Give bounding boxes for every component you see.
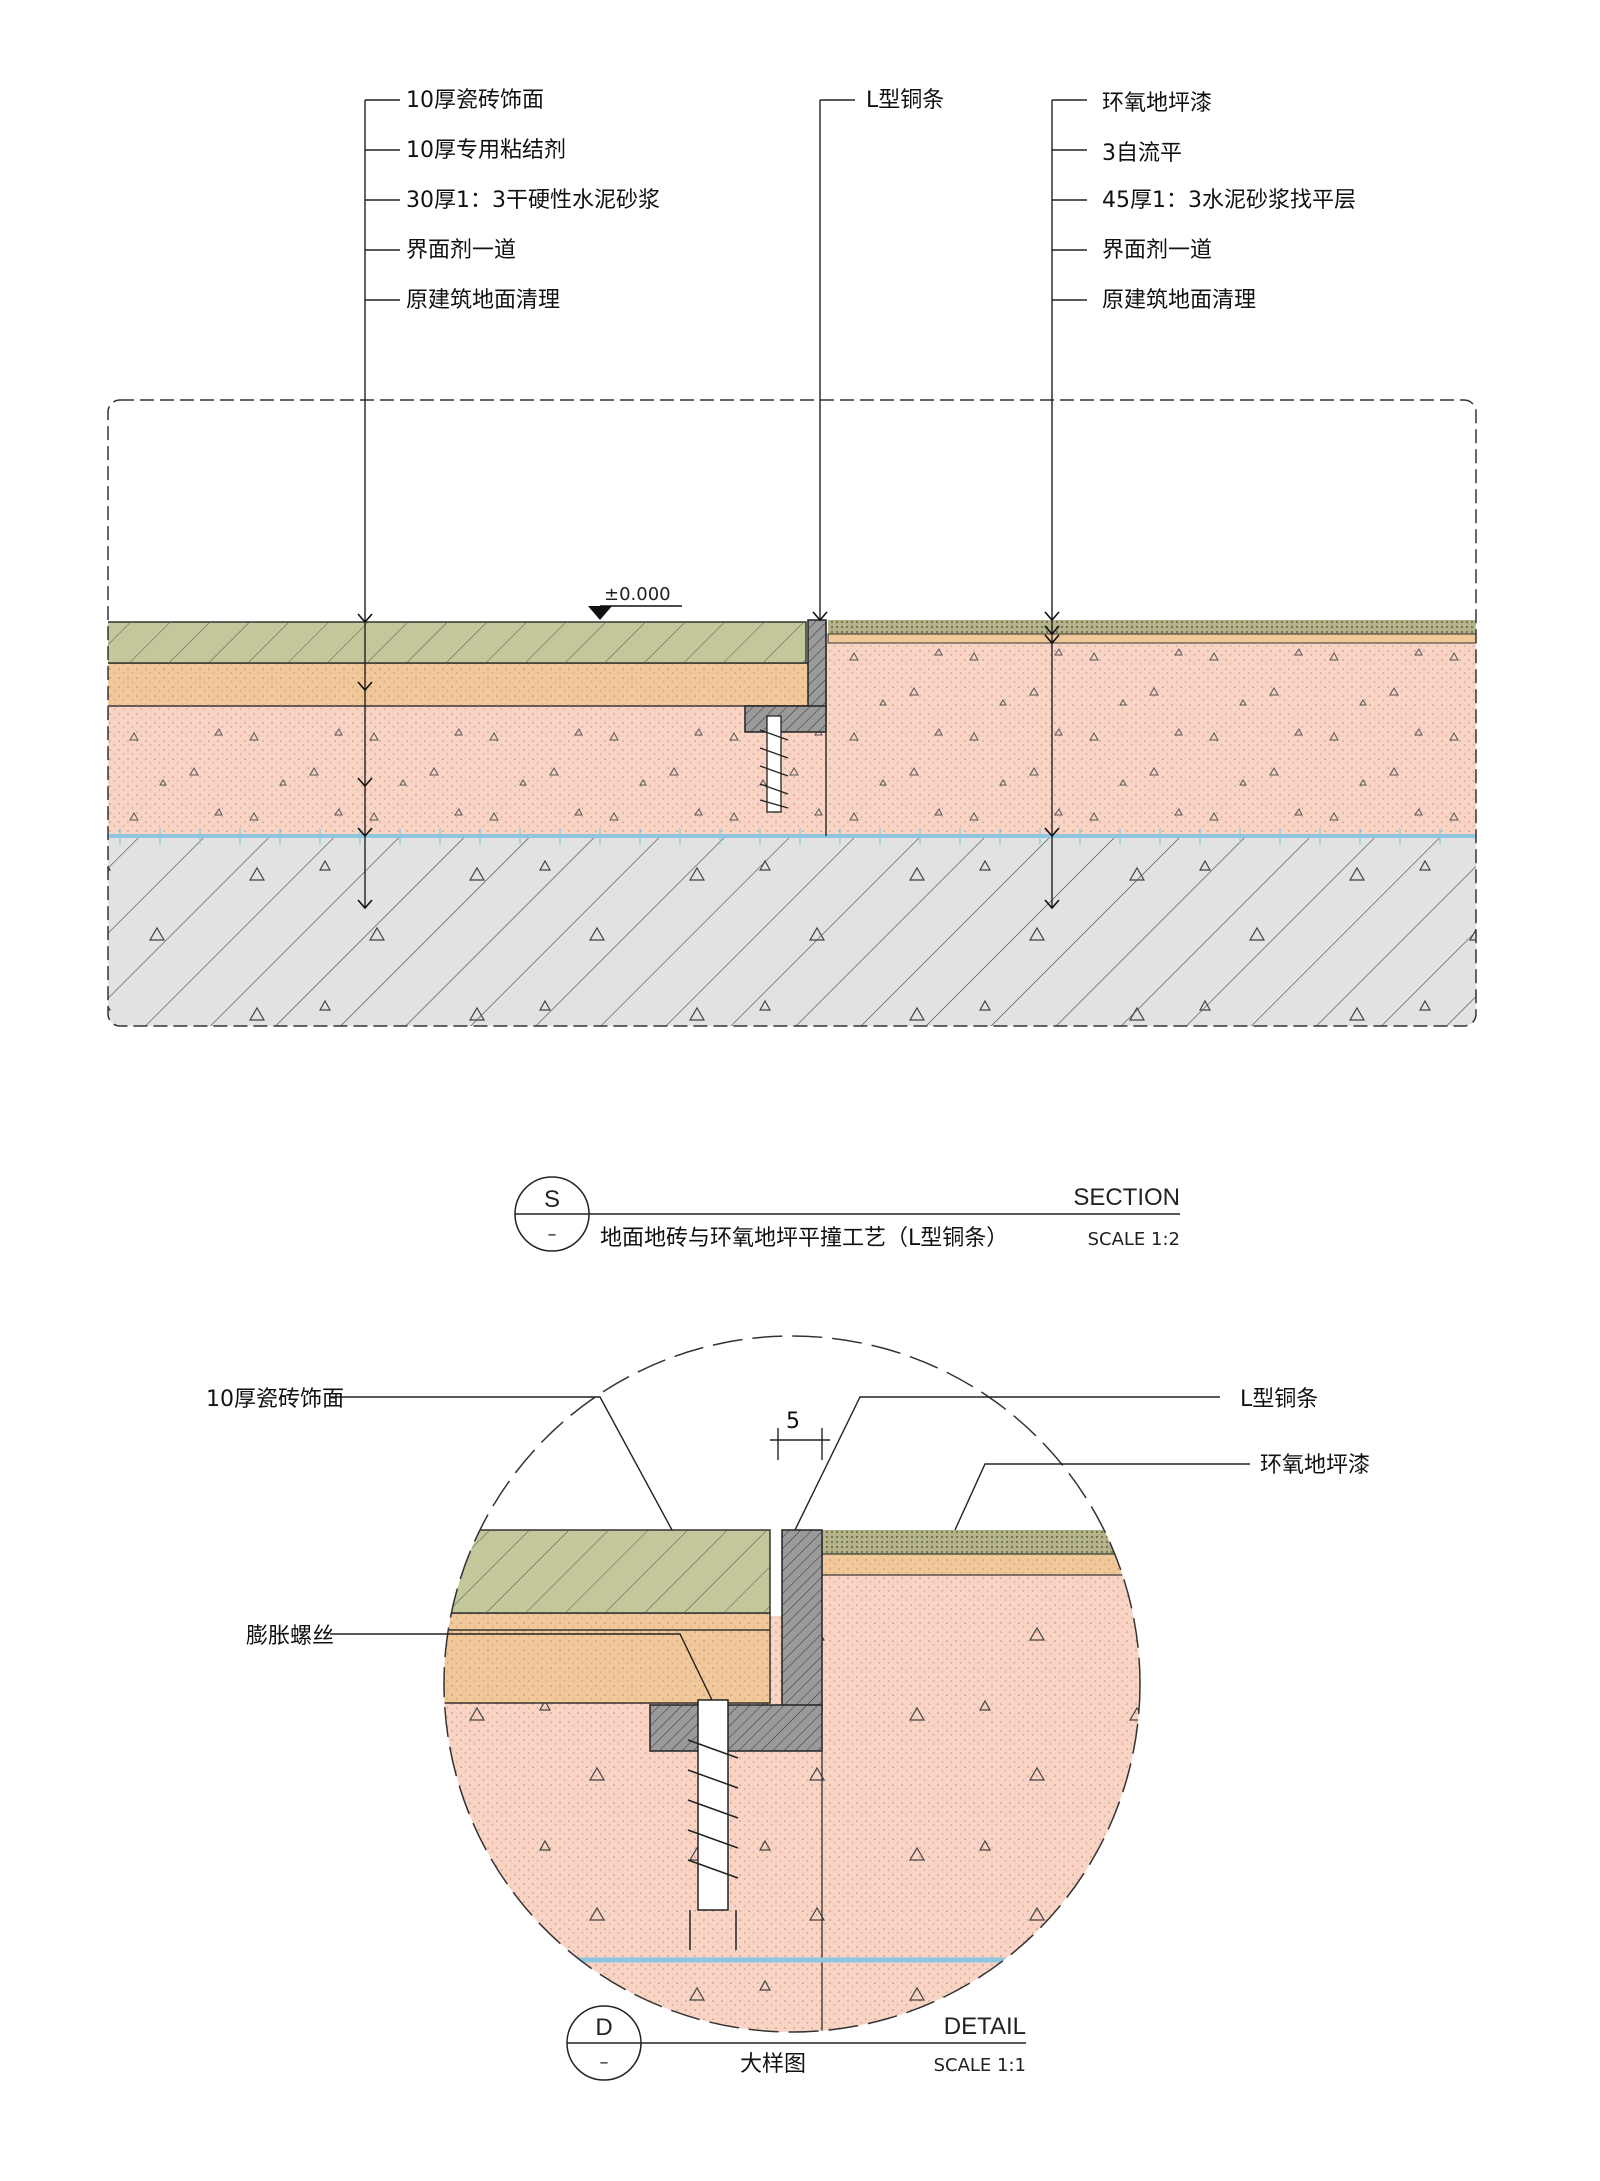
callout-left-1: 10厚瓷砖饰面	[406, 88, 544, 113]
callout-left-4: 界面剂一道	[406, 238, 516, 263]
leader-arrowheads	[357, 611, 1060, 910]
section-symbol-sub: –	[548, 1224, 557, 1245]
detail-label-bolt: 膨胀螺丝	[246, 1624, 334, 1649]
detail-title: 大样图	[740, 2052, 806, 2077]
detail-l-copper-strip	[649, 1529, 823, 1752]
callout-right-3: 45厚1：3水泥砂浆找平层	[1102, 188, 1356, 213]
detail-label-copper: L型铜条	[1240, 1387, 1318, 1412]
detail-dimension: 5	[786, 1409, 800, 1434]
callout-left-2: 10厚专用粘结剂	[406, 138, 566, 163]
detail-label-epoxy: 环氧地坪漆	[1260, 1453, 1370, 1478]
callout-right-2: 3自流平	[1102, 141, 1182, 166]
callout-right-5: 原建筑地面清理	[1102, 288, 1256, 313]
callout-left-5: 原建筑地面清理	[406, 288, 560, 313]
detail-symbol: D	[595, 2014, 612, 2041]
callout-middle: L型铜条	[866, 88, 944, 113]
detail-circle	[443, 1335, 1141, 2033]
callout-right-4: 界面剂一道	[1102, 238, 1212, 263]
detail-leaders	[330, 1396, 1250, 1701]
detail-symbol-sub: –	[600, 2052, 609, 2073]
detail-label-tile: 10厚瓷砖饰面	[206, 1387, 344, 1412]
callout-left-3: 30厚1：3干硬性水泥砂浆	[406, 188, 660, 213]
self-level-layer	[827, 633, 1476, 644]
section-title-block: S – SECTION 地面地砖与环氧地坪平撞工艺（L型铜条） SCALE 1:…	[514, 1176, 1180, 1252]
l-copper-strip	[744, 619, 827, 733]
section-symbol: S	[544, 1186, 560, 1213]
section-frame	[107, 399, 1477, 1027]
section-type-label: SECTION	[1073, 1184, 1180, 1211]
elevation-label: ±0.000	[604, 584, 671, 605]
expansion-bolt	[759, 715, 789, 813]
detail-type-label: DETAIL	[944, 2013, 1026, 2040]
detail-scale: SCALE 1:1	[934, 2055, 1026, 2076]
section-title: 地面地砖与环氧地坪平撞工艺（L型铜条）	[600, 1226, 1008, 1251]
detail-expansion-bolt	[687, 1699, 739, 1950]
elevation-mark: ±0.000	[588, 584, 682, 620]
section-scale: SCALE 1:2	[1088, 1229, 1180, 1250]
callout-right-1: 环氧地坪漆	[1102, 91, 1212, 116]
leader-lines	[364, 99, 1087, 908]
detail-title-block: D – DETAIL 大样图 SCALE 1:1	[566, 2005, 1026, 2081]
